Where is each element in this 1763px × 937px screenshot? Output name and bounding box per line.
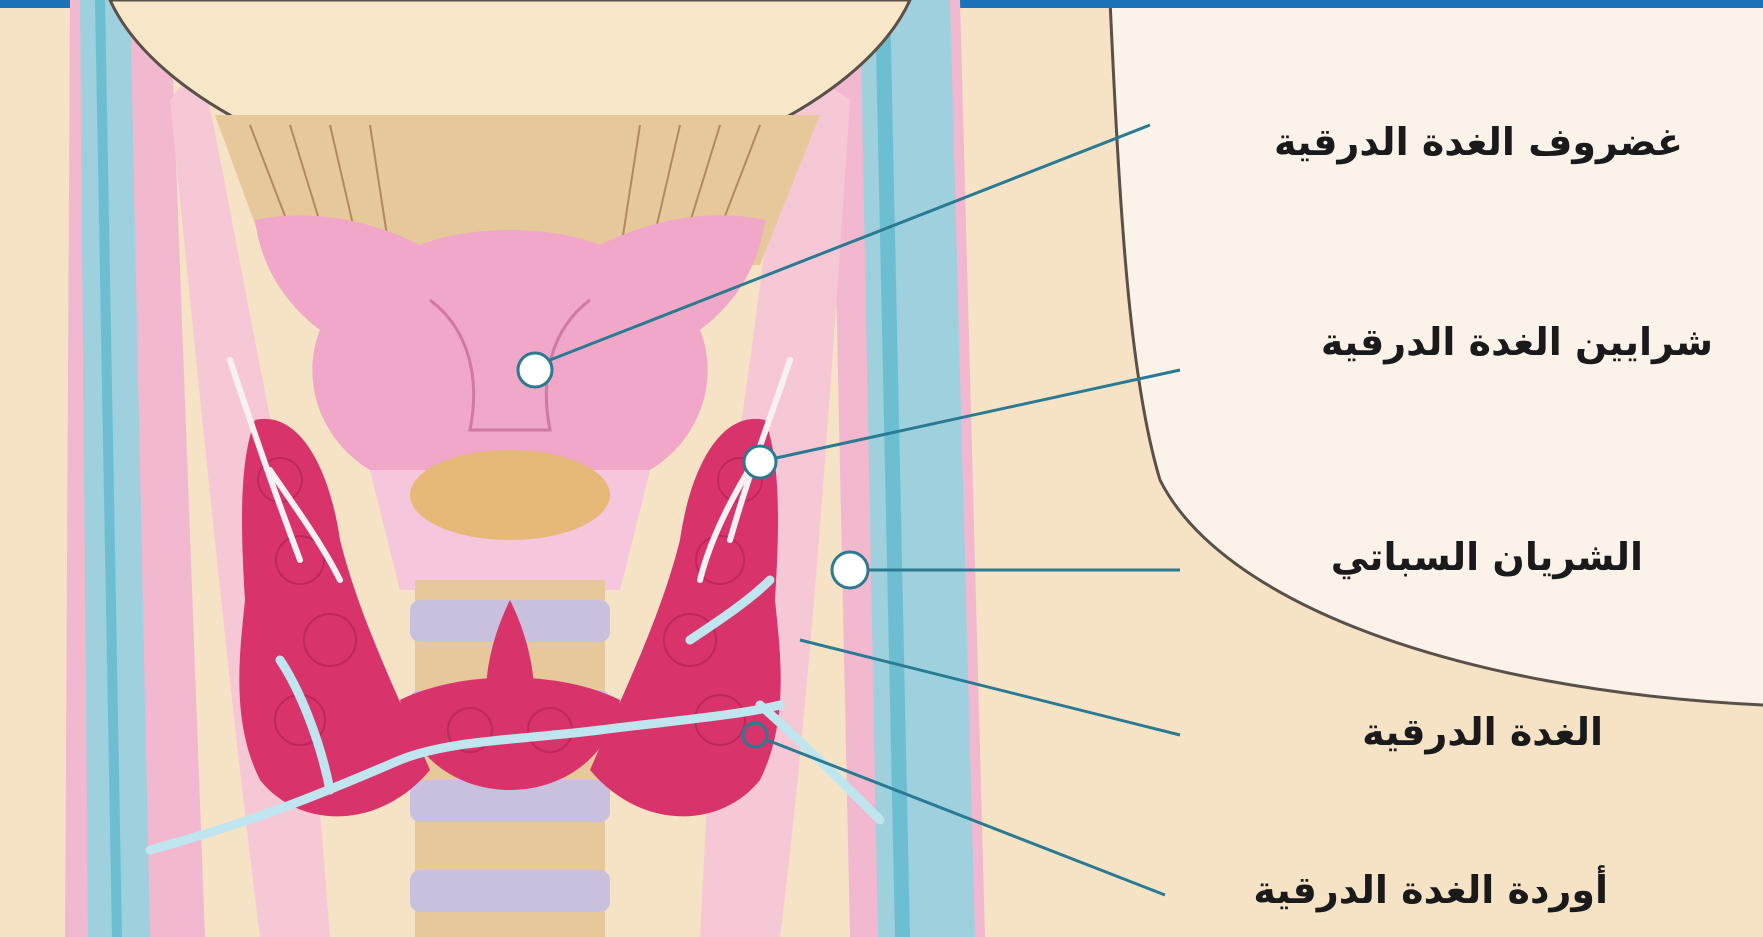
arteries-marker	[744, 446, 776, 478]
trachea-ring	[410, 870, 610, 912]
label-thyroid-cartilage: غضروف الغدة الدرقية	[1274, 120, 1683, 164]
cricoid-opening	[410, 450, 610, 540]
cartilage-marker	[518, 353, 552, 387]
label-thyroid-veins: أوردة الغدة الدرقية	[1253, 868, 1608, 912]
thyroid-cartilage-shape	[255, 215, 765, 470]
label-thyroid-arteries: شرايين الغدة الدرقية	[1321, 320, 1713, 364]
carotid-marker	[832, 552, 868, 588]
label-thyroid-gland: الغدة الدرقية	[1362, 710, 1603, 754]
label-carotid-artery: الشريان السباتي	[1331, 535, 1643, 579]
